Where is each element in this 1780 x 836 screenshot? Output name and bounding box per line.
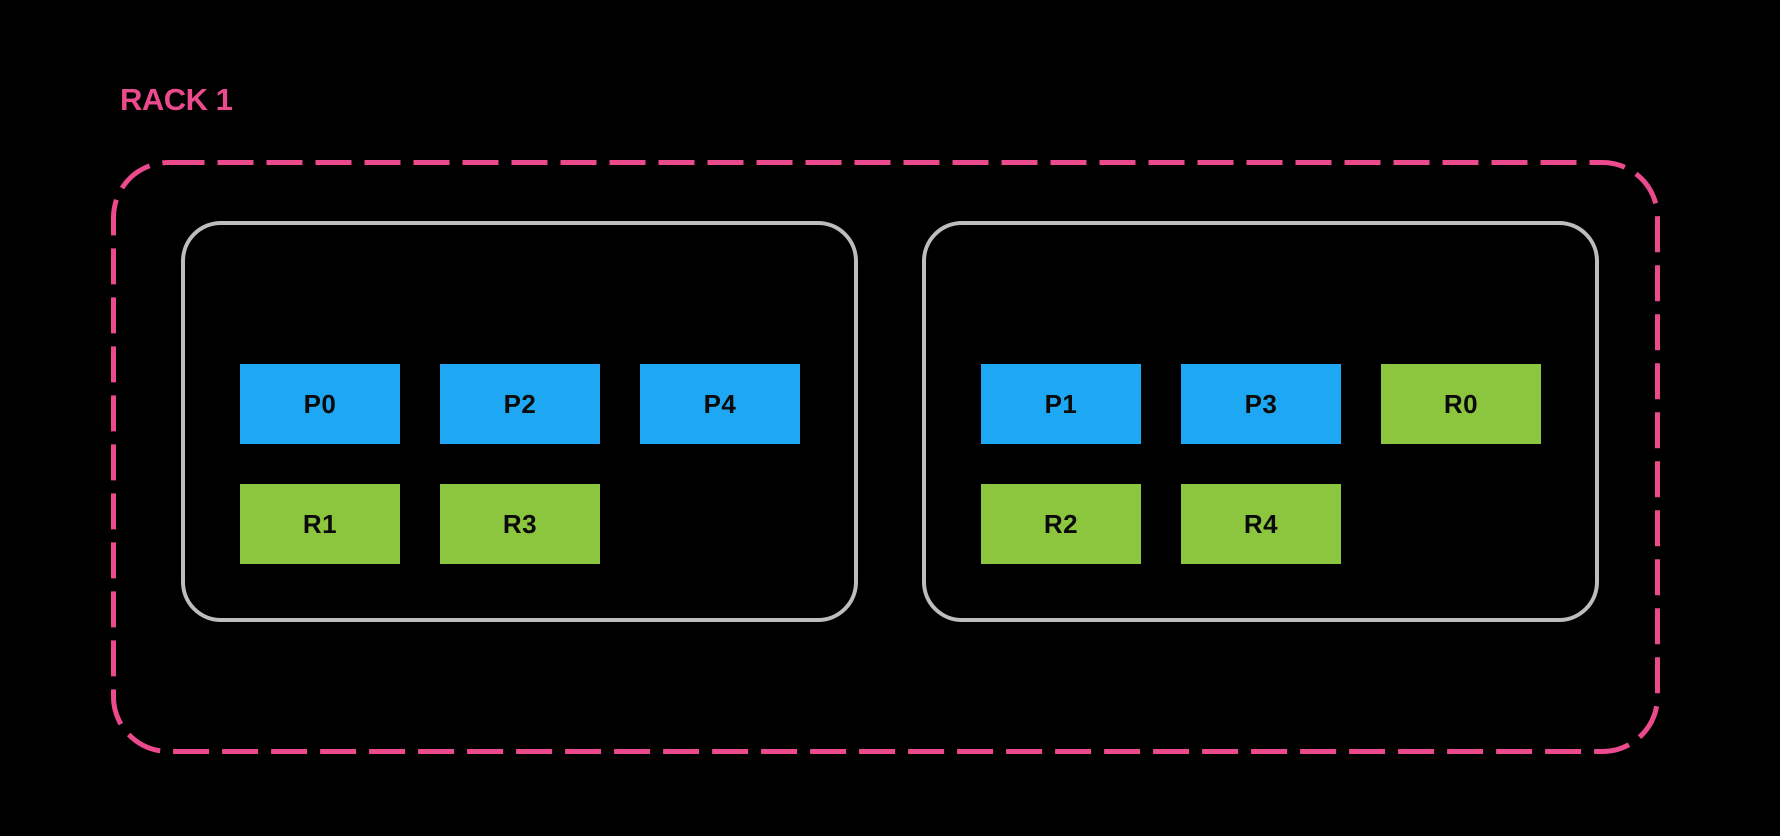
rack-label: RACK 1 xyxy=(120,82,233,117)
shard-box-r3: R3 xyxy=(440,484,600,564)
shard-box-p4: P4 xyxy=(640,364,800,444)
shard-box-r2: R2 xyxy=(981,484,1141,564)
shard-box-r1: R1 xyxy=(240,484,400,564)
rack-boundary-dashed-border xyxy=(111,160,1660,754)
shard-box-p2: P2 xyxy=(440,364,600,444)
shard-box-r0: R0 xyxy=(1381,364,1541,444)
shard-box-p3: P3 xyxy=(1181,364,1341,444)
shard-box-r4: R4 xyxy=(1181,484,1341,564)
shard-box-p0: P0 xyxy=(240,364,400,444)
shard-box-p1: P1 xyxy=(981,364,1141,444)
